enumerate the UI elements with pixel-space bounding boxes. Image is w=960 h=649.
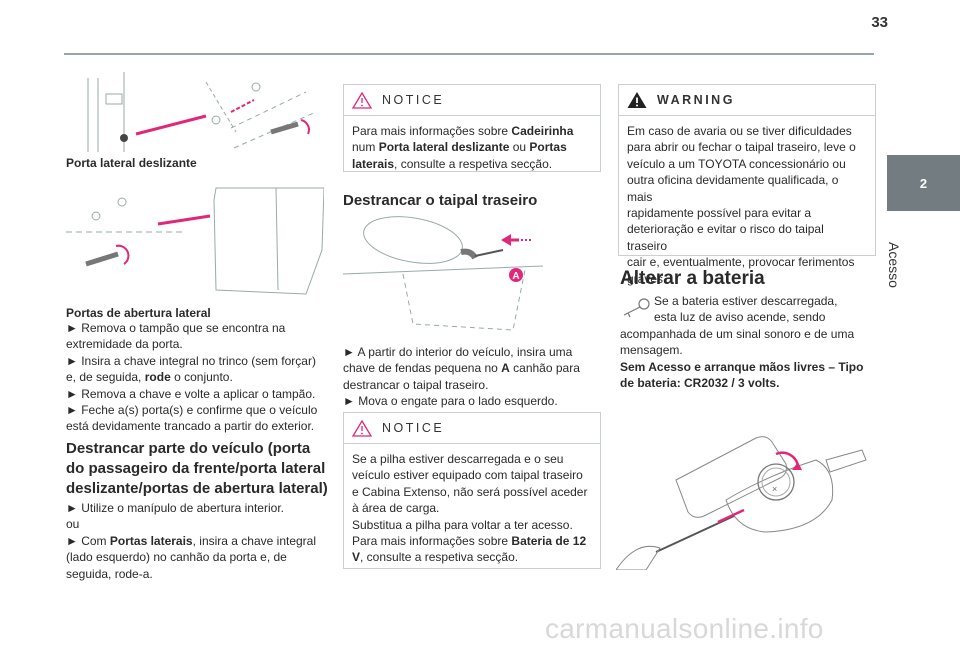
notice-box-1: NOTICE Para mais informações sobre Cadei… bbox=[343, 84, 601, 172]
caption-sliding-door: Porta lateral deslizante bbox=[66, 156, 197, 170]
caption-side-doors: Portas de abertura lateral bbox=[66, 306, 211, 320]
tailgate-steps: ► A partir do interior do veículo, insir… bbox=[343, 345, 580, 409]
label-a: A bbox=[512, 271, 519, 282]
notice-triangle-icon bbox=[352, 91, 372, 109]
notice-title: NOTICE bbox=[382, 421, 445, 435]
notice-triangle-icon bbox=[352, 419, 372, 437]
chapter-label: Acesso bbox=[886, 242, 902, 288]
step-4: ► Feche a(s) porta(s) e confirme que o v… bbox=[66, 403, 318, 434]
step-3: ► Remova a chave e volte a aplicar o tam… bbox=[66, 386, 316, 401]
step-2: ► Insira a chave integral no trinco (sem… bbox=[66, 353, 316, 385]
key-warning-light-icon bbox=[623, 298, 650, 318]
top-rule bbox=[64, 53, 874, 55]
warning-title: WARNING bbox=[657, 93, 735, 107]
tailgate-unlock-illustration: A bbox=[343, 216, 544, 331]
chapter-tab[interactable]: 2 bbox=[887, 155, 960, 211]
sliding-door-illustration bbox=[87, 72, 317, 152]
battery-text: Se a bateria estiver descarregada,esta l… bbox=[620, 294, 855, 358]
heading-tailgate: Destrancar o taipal traseiro bbox=[343, 192, 538, 209]
warning-box: WARNING Em caso de avaria ou se tiver di… bbox=[618, 84, 876, 286]
side-hinged-door-illustration bbox=[66, 187, 324, 295]
warning-triangle-icon bbox=[627, 92, 647, 108]
notice-box-2: NOTICE Se a pilha estiver descarregada e… bbox=[343, 412, 601, 569]
heading-battery: Alterar a bateria bbox=[620, 268, 765, 289]
watermark: carmanualsonline.info bbox=[545, 613, 824, 644]
battery-type: Sem Acesso e arranque mãos livres – Tipo… bbox=[620, 360, 864, 391]
unlock-part-text: ► Utilize o manípulo de abertura interio… bbox=[66, 501, 317, 581]
notice-title: NOTICE bbox=[382, 93, 445, 107]
key-battery-illustration: × bbox=[616, 436, 867, 570]
page-number: 33 bbox=[871, 14, 888, 31]
svg-text:×: × bbox=[772, 484, 777, 494]
